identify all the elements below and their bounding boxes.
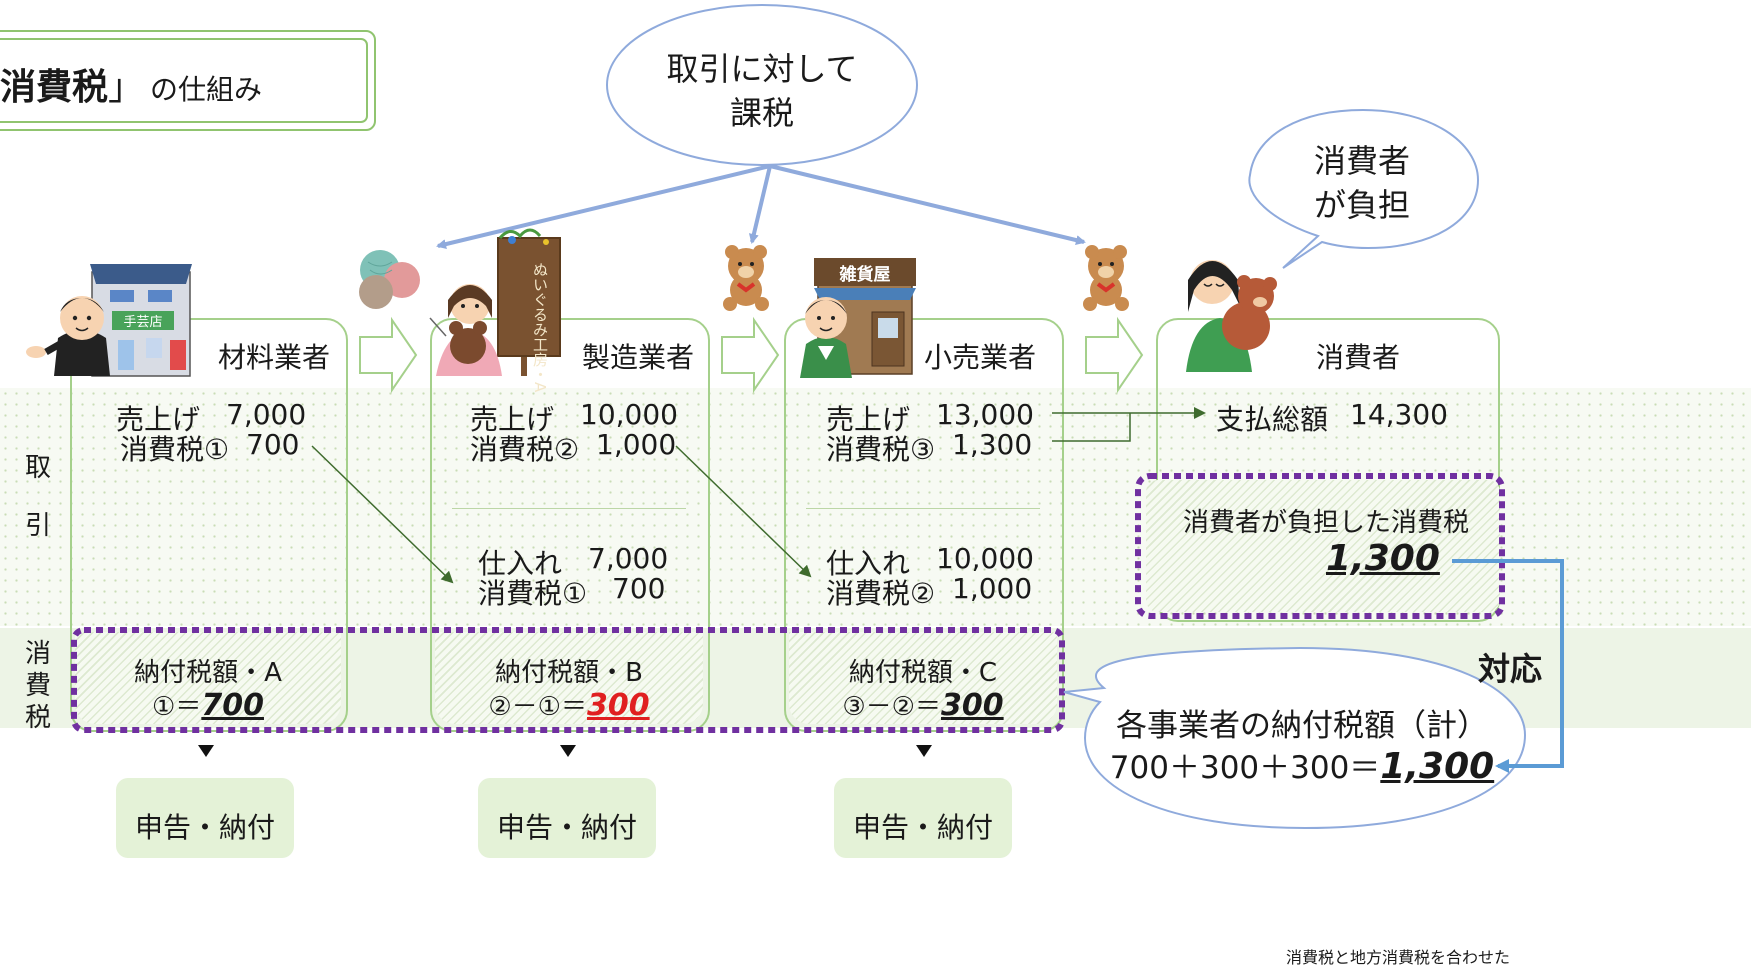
maker-tax-area xyxy=(435,632,703,724)
teddy-bear-icon xyxy=(1083,245,1129,311)
bubble-sum xyxy=(1063,646,1527,830)
material-pay-value: 700 xyxy=(201,688,264,723)
footnote: 消費税と地方消費税を合わせた xyxy=(1286,948,1511,967)
material-report-box xyxy=(116,778,294,858)
material-sales-label: 売上げ xyxy=(116,403,201,436)
material-report-label: 申告・納付 xyxy=(134,811,275,844)
consumer-name: 消費者 xyxy=(1316,341,1401,374)
yarn-balls-picture xyxy=(359,250,420,309)
bubble-tax-on-transaction xyxy=(606,4,918,166)
consumer-tax-frame xyxy=(1135,473,1505,619)
material-pay-formula: ①＝ xyxy=(152,692,202,722)
retail-pay-line: ③－②＝300 xyxy=(789,686,1057,723)
bubble-arrows xyxy=(436,164,1086,249)
maker-tax-value: 1,000 xyxy=(596,428,677,461)
title-box: 消費税」の仕組み xyxy=(0,30,376,131)
girl-sewing-picture xyxy=(429,284,502,376)
correspond-label: 対応 xyxy=(1478,650,1543,688)
retail-pay-label: 納付税額・C xyxy=(848,658,998,688)
workshop-sign-picture: ぬいぐるみ工房・A xyxy=(497,228,561,393)
title-bold: 消費税 xyxy=(0,67,109,108)
consumer-woman-picture xyxy=(1186,260,1277,372)
bubble-consumer-line2: が負担 xyxy=(1313,186,1410,224)
bubble-tax-line2: 課税 xyxy=(729,94,794,132)
bubble-tax-line1: 取引に対して xyxy=(666,50,858,88)
page-title: 消費税」の仕組み xyxy=(0,58,262,110)
sum-bubble-formula: 700＋300＋300＝ xyxy=(1109,750,1381,786)
retail-name: 小売業者 xyxy=(924,341,1037,374)
sum-bubble-line1: 各事業者の納付税額（計） xyxy=(1116,708,1488,744)
material-name: 材料業者 xyxy=(218,341,331,374)
maker-name: 製造業者 xyxy=(582,341,695,374)
flow-arrows xyxy=(359,316,1144,394)
retail-tax-area xyxy=(789,632,1057,724)
maker-pay-label: 納付税額・B xyxy=(495,658,643,688)
total-tax-frame xyxy=(71,627,1065,733)
material-pay-label: 納付税額・A xyxy=(134,658,282,688)
maker-sales-label: 売上げ xyxy=(470,403,555,436)
maker-tax-label: 消費税② xyxy=(470,433,580,466)
bubble-consumer-burden xyxy=(1248,108,1480,269)
sum-bubble-line2: 700＋300＋300＝1,300 xyxy=(1096,742,1508,787)
consumer-total-value: 14,300 xyxy=(1350,398,1448,431)
retail-pay-value: 300 xyxy=(941,688,1004,723)
bubble-consumer-line1: 消費者 xyxy=(1313,142,1410,180)
maker-report-box xyxy=(478,778,656,858)
workshop-sign-text: ぬいぐるみ工房・A xyxy=(531,262,549,393)
retail-buy-label: 仕入れ xyxy=(826,547,911,580)
general-store-picture: 雑貨屋 xyxy=(814,258,916,375)
maker-buy-label: 仕入れ xyxy=(478,547,563,580)
retail-sales-value: 13,000 xyxy=(936,398,1034,431)
shopkeeper-man-picture xyxy=(26,296,110,376)
down-triangles xyxy=(198,745,932,757)
column-retail xyxy=(784,318,1064,732)
store-clerk-picture xyxy=(800,297,852,378)
maker-pay-formula: ②－①＝ xyxy=(488,692,587,722)
teddy-bear-icon xyxy=(723,245,769,311)
material-pay-line: ①＝700 xyxy=(75,686,341,723)
consumer-total-label: 支払総額 xyxy=(1216,403,1329,436)
craft-shop-picture: 手芸店 xyxy=(90,264,192,377)
retail-pay-formula: ③－②＝ xyxy=(842,692,941,722)
maker-pay-value: 300 xyxy=(587,688,650,723)
retail-tax-label: 消費税③ xyxy=(826,433,936,466)
store-sign-text: 雑貨屋 xyxy=(839,264,891,285)
consumer-tax-area xyxy=(1146,480,1500,612)
maker-report-label: 申告・納付 xyxy=(496,811,637,844)
retail-buy-value: 10,000 xyxy=(936,542,1034,575)
column-consumer xyxy=(1156,318,1500,622)
consumer-burden-label: 消費者が負担した消費税 xyxy=(1182,508,1469,538)
material-tax-area xyxy=(75,632,341,724)
maker-buy-value: 7,000 xyxy=(588,542,669,575)
maker-pay-line: ②－①＝300 xyxy=(435,686,703,723)
retail-report-box xyxy=(834,778,1012,858)
retail-sales-label: 売上げ xyxy=(826,403,911,436)
correspond-link xyxy=(1452,559,1564,773)
maker-sales-value: 10,000 xyxy=(580,398,678,431)
tax-transfer-arrows xyxy=(311,407,1206,584)
sum-bubble-value: 1,300 xyxy=(1380,746,1495,787)
retail-buy-tax-value: 1,000 xyxy=(952,572,1033,605)
retail-report-label: 申告・納付 xyxy=(852,811,993,844)
material-sales-value: 7,000 xyxy=(226,398,307,431)
material-tax-value: 700 xyxy=(246,428,300,461)
maker-buy-tax-label: 消費税① xyxy=(478,577,588,610)
title-bracket: 」 xyxy=(108,67,145,108)
retail-buy-tax-label: 消費税② xyxy=(826,577,936,610)
maker-buy-tax-value: 700 xyxy=(612,572,666,605)
side-label-tax: 消 費 税 xyxy=(24,639,51,733)
shop-sign-text: 手芸店 xyxy=(123,314,162,330)
retail-tax-value: 1,300 xyxy=(952,428,1033,461)
title-rest: の仕組み xyxy=(150,73,263,106)
side-label-trade: 取 引 xyxy=(24,453,51,541)
material-tax-label: 消費税① xyxy=(120,433,230,466)
consumer-burden-value: 1,300 xyxy=(1326,538,1440,579)
